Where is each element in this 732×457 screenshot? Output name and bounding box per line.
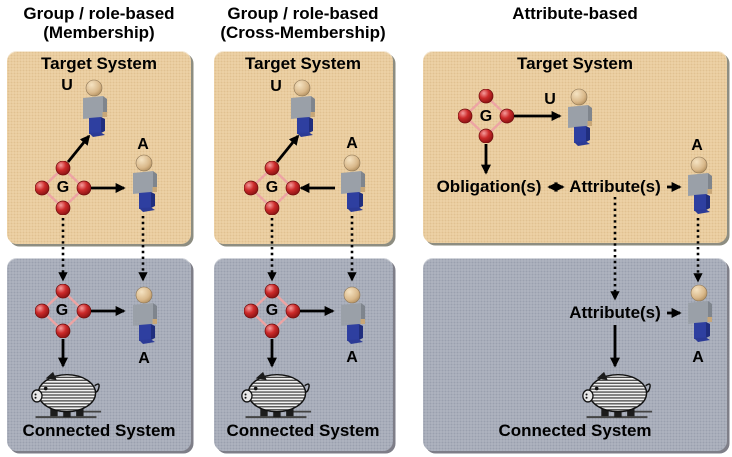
column-title-cross-membership: Group / role-based (Cross-Membership) — [220, 4, 385, 42]
user-label: U — [544, 91, 556, 108]
obligations-label: Obligation(s) — [436, 177, 542, 196]
target-system-label: Target System — [245, 54, 361, 73]
cross-membership-graphics — [240, 79, 366, 419]
admin-person-icon — [687, 156, 713, 214]
admin-label: A — [346, 349, 358, 366]
target-system-label: Target System — [517, 54, 633, 73]
group-label: G — [55, 302, 69, 319]
column-title-line: Group / role-based — [23, 4, 175, 23]
column-title-attribute-based: Attribute-based — [512, 4, 638, 23]
attributes-label: Attribute(s) — [569, 303, 661, 322]
admin-label: A — [138, 350, 150, 367]
connected-system-label: Connected System — [226, 421, 380, 440]
piggy-bank-icon — [581, 370, 653, 419]
connected-system-box — [7, 258, 191, 451]
group-label: G — [479, 108, 493, 125]
attributes-label: Attribute(s) — [569, 177, 661, 196]
admin-person-icon — [132, 154, 158, 212]
user-person-icon — [567, 88, 593, 146]
attribute-based-graphics — [458, 88, 713, 419]
admin-person-icon — [340, 286, 366, 344]
column-title-line: (Cross-Membership) — [220, 23, 386, 42]
admin-label: A — [692, 349, 704, 366]
arrow-group-to-user — [66, 134, 91, 163]
admin-person-icon — [687, 284, 713, 342]
target-system-box — [423, 51, 727, 243]
group-label: G — [265, 179, 279, 196]
connected-system-box — [423, 258, 727, 451]
piggy-bank-icon — [240, 370, 312, 419]
arrow-group-to-user — [275, 134, 300, 163]
admin-label: A — [691, 137, 703, 154]
membership-graphics — [30, 79, 158, 419]
user-person-icon — [82, 79, 108, 137]
group-label: G — [56, 179, 70, 196]
user-label: U — [61, 77, 73, 94]
group-label: G — [265, 302, 279, 319]
user-person-icon — [290, 79, 316, 137]
admin-person-icon — [340, 154, 366, 212]
column-title-line: Group / role-based — [227, 4, 379, 23]
column-title-line: (Membership) — [43, 23, 155, 42]
connected-system-label: Connected System — [498, 421, 652, 440]
user-label: U — [270, 78, 282, 95]
column-title-membership: Group / role-based (Membership) — [23, 4, 174, 42]
connected-system-box — [214, 258, 393, 451]
admin-label: A — [346, 135, 358, 152]
target-system-label: Target System — [41, 54, 157, 73]
piggy-bank-icon — [30, 370, 102, 419]
admin-person-icon — [132, 286, 158, 344]
connected-system-label: Connected System — [22, 421, 176, 440]
admin-label: A — [137, 136, 149, 153]
column-title-line: Attribute-based — [512, 4, 638, 23]
